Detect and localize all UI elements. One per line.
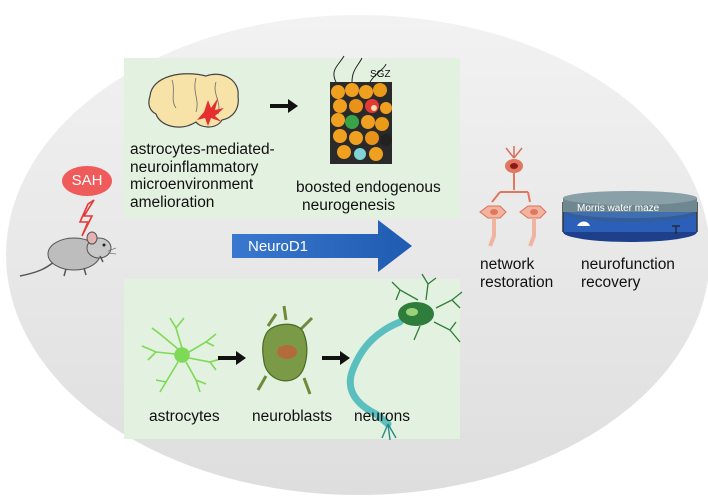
neurod1-label: NeuroD1 — [248, 238, 309, 255]
sah-label: SAH — [62, 166, 112, 196]
microenv-line-3: microenvironment — [130, 176, 254, 193]
neuroblasts-label: neuroblasts — [252, 408, 333, 425]
neurofunction-recovery-label: neurofunction recovery — [581, 256, 675, 291]
neurogenesis-label: boosted endogenous neurogenesis — [296, 179, 441, 214]
arrow-neuroblast-to-neuron — [322, 351, 350, 365]
sgz-label: SGZ — [370, 69, 391, 80]
brain-icon — [148, 73, 239, 128]
morris-water-maze-label: Morris water maze — [577, 203, 660, 214]
arrow-astro-to-neuroblast — [218, 351, 246, 365]
sgz-tissue-icon — [330, 55, 392, 164]
neuron-network-icon — [479, 146, 547, 247]
recovery-line-2: recovery — [581, 273, 641, 291]
network-line-2: restoration — [480, 273, 554, 291]
network-line-1: network — [480, 256, 535, 273]
recovery-line-1: neurofunction — [581, 256, 675, 273]
neurogenesis-line-1: boosted endogenous — [296, 179, 441, 196]
microenv-line-4: amelioration — [130, 193, 215, 211]
arrow-brain-to-sgz — [270, 99, 298, 113]
network-restoration-label: network restoration — [480, 256, 553, 291]
water-maze-icon — [562, 191, 698, 242]
neurod1-arrow — [232, 220, 412, 272]
mouse-icon — [19, 231, 117, 277]
neurons-label: neurons — [354, 408, 411, 425]
astrocyte-icon — [141, 317, 225, 393]
microenv-line-1: astrocytes-mediated- — [130, 141, 275, 158]
lightning-icon — [78, 199, 95, 237]
neuroblast-icon — [256, 305, 314, 395]
astrocytes-label: astrocytes — [149, 408, 220, 425]
neurogenesis-line-2: neurogenesis — [302, 196, 396, 214]
microenv-line-2: neuroinflammatory — [130, 158, 259, 176]
microenvironment-label: astrocytes-mediated- neuroinflammatory m… — [130, 141, 275, 211]
neuron-icon — [346, 273, 463, 441]
